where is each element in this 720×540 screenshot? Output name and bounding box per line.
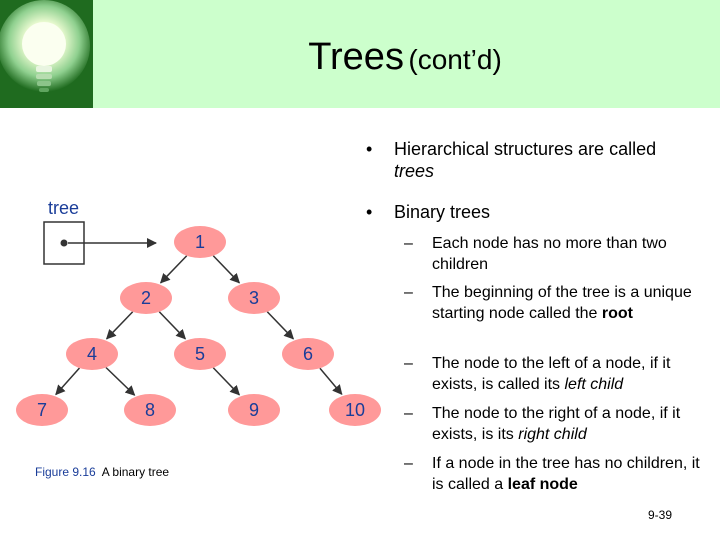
tree-node-2: 2 [120, 282, 172, 314]
tree-node-label: 5 [195, 344, 205, 364]
tree-node-shape [282, 338, 334, 370]
bullet-dot: • [366, 139, 373, 159]
title-main: Trees [308, 36, 404, 78]
tree-edges [55, 255, 343, 396]
figure-caption: Figure 9.16 A binary tree [35, 465, 169, 479]
tree-node-3: 3 [228, 282, 280, 314]
sub-bullet-bold: root [601, 305, 633, 322]
sub-bullet-text: The node to the right of a node, if it e… [432, 405, 681, 443]
tree-edge-6-10 [319, 367, 343, 396]
page-number: 9-39 [648, 508, 673, 522]
tree-node-label: 9 [249, 400, 259, 420]
header-band [0, 0, 720, 108]
tree-edge-5-9 [212, 367, 241, 396]
sub-bullet-emphasis: right child [518, 426, 587, 443]
tree-node-shape [228, 282, 280, 314]
tree-edge-4-7 [55, 367, 81, 396]
slide-title: Trees (cont’d) [230, 36, 580, 79]
sub-bullet-text: Each node has no more than two children [432, 235, 667, 273]
figure-number: Figure 9.16 [35, 465, 96, 479]
sub-bullet-bold: leaf node [507, 476, 578, 493]
sub-bullet-text: The node to the left of a node, if it ex… [432, 355, 671, 393]
tree-node-shape [174, 226, 226, 258]
sub-bullet-dash: – [404, 455, 413, 472]
title-sub: (cont’d) [408, 44, 502, 75]
sub-bullet-text: If a node in the tree has no children, i… [432, 455, 700, 493]
tree-node-4: 4 [66, 338, 118, 370]
tree-edge-4-8 [105, 366, 136, 396]
tree-node-6: 6 [282, 338, 334, 370]
tree-node-label: 3 [249, 288, 259, 308]
sub-bullet-emphasis: left child [564, 376, 624, 393]
tree-node-10: 10 [329, 394, 381, 426]
tree-node-label: 7 [37, 400, 47, 420]
tree-node-label: 8 [145, 400, 155, 420]
tree-node-label: 1 [195, 232, 205, 252]
tree-pointer-label: tree [48, 198, 79, 218]
tree-node-shape [174, 338, 226, 370]
tree-node-shape [66, 338, 118, 370]
tree-node-shape [124, 394, 176, 426]
tree-node-label: 4 [87, 344, 97, 364]
tree-node-shape [228, 394, 280, 426]
tree-node-label: 6 [303, 344, 313, 364]
tree-edge-3-6 [266, 311, 295, 340]
tree-node-5: 5 [174, 338, 226, 370]
lightbulb-icon [0, 0, 90, 92]
tree-node-7: 7 [16, 394, 68, 426]
figure-caption-text: A binary tree [101, 465, 170, 479]
bullet-emphasis: trees [394, 161, 435, 181]
sub-bullet-text: The beginning of the tree is a unique st… [432, 284, 692, 322]
tree-node-label: 2 [141, 288, 151, 308]
sub-bullet-dash: – [404, 355, 413, 372]
sub-bullet-dash: – [404, 284, 413, 301]
bullet-text: Hierarchical structures are called [394, 139, 657, 159]
tree-nodes: 1 2 3 4 5 6 7 8 9 10 [16, 226, 381, 426]
sub-bullet-dash: – [404, 405, 413, 422]
bullet-dot: • [366, 202, 373, 222]
tree-node-shape [329, 394, 381, 426]
tree-edge-1-2 [159, 255, 188, 284]
tree-node-9: 9 [228, 394, 280, 426]
tree-node-1: 1 [174, 226, 226, 258]
tree-node-label: 10 [345, 400, 365, 420]
tree-edge-2-4 [105, 311, 134, 340]
lightbulb-logo [0, 0, 93, 108]
binary-tree-diagram: tree 1 2 3 4 5 6 7 8 9 10 [16, 198, 381, 426]
tree-pointer-dot [60, 239, 68, 247]
bullet-text: Binary trees [394, 202, 491, 222]
tree-node-shape [16, 394, 68, 426]
tree-node-8: 8 [124, 394, 176, 426]
tree-edge-1-3 [212, 255, 241, 284]
tree-node-shape [120, 282, 172, 314]
sub-bullet-dash: – [404, 235, 413, 252]
tree-edge-2-5 [158, 311, 187, 340]
